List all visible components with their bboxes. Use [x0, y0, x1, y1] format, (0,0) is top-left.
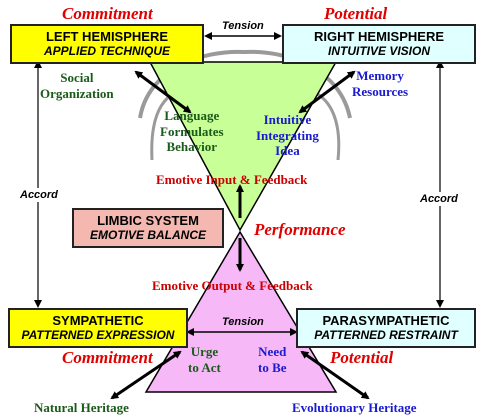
- urge-to-act-label: Urge to Act: [188, 344, 221, 375]
- intuitive-line: Intuitive: [263, 112, 312, 127]
- intuitive-integrating-label: Intuitive Integrating Idea: [256, 112, 319, 159]
- tension-top-label: Tension: [220, 20, 266, 32]
- commitment-top-heading: Commitment: [62, 4, 153, 23]
- to-act-line: to Act: [188, 359, 221, 375]
- natural-heritage-label: Natural Heritage: [34, 400, 129, 415]
- right-hemisphere-subtitle: INTUITIVE VISION: [327, 43, 430, 58]
- emotive-input-label: Emotive Input & Feedback: [156, 172, 308, 187]
- memory-arrow: [298, 70, 356, 114]
- behavior-line: Behavior: [166, 139, 218, 155]
- limbic-system-box: LIMBIC SYSTEM EMOTIVE BALANCE: [72, 208, 224, 248]
- formulates-line: Formulates: [160, 123, 224, 139]
- performance-heading: Performance: [254, 220, 346, 239]
- social-arrow: [134, 70, 192, 114]
- accord-right-label: Accord: [420, 192, 458, 206]
- left-hemisphere-title: LEFT HEMISPHERE: [45, 29, 169, 45]
- need-line: Need: [258, 344, 287, 359]
- sympathetic-box: SYMPATHETIC PATTERNED EXPRESSION: [8, 308, 188, 348]
- sympathetic-title: SYMPATHETIC: [52, 313, 144, 329]
- potential-top-heading: Potential: [324, 4, 388, 23]
- need-to-be-label: Need to Be: [258, 344, 287, 375]
- resources-line: Resources: [352, 84, 409, 99]
- tension-bottom-label: Tension: [222, 316, 264, 328]
- right-hemisphere-box: RIGHT HEMISPHERE INTUITIVE VISION: [282, 24, 476, 64]
- parasympathetic-box: PARASYMPATHETIC PATTERNED RESTRAINT: [296, 308, 476, 348]
- sympathetic-subtitle: PATTERNED EXPRESSION: [21, 327, 175, 342]
- left-hemisphere-box: LEFT HEMISPHERE APPLIED TECHNIQUE: [10, 24, 204, 64]
- left-hemisphere-subtitle: APPLIED TECHNIQUE: [43, 43, 170, 58]
- memory-line: Memory: [356, 68, 404, 83]
- parasympathetic-subtitle: PATTERNED RESTRAINT: [314, 327, 458, 342]
- language-line: Language: [164, 108, 220, 123]
- evolutionary-heritage-label: Evolutionary Heritage: [292, 400, 417, 415]
- natural-heritage-arrow: [110, 350, 182, 400]
- social-line: Social: [60, 70, 94, 85]
- urge-line: Urge: [190, 344, 219, 359]
- evolutionary-heritage-arrow: [300, 350, 370, 400]
- upper-triangle: [148, 61, 338, 232]
- language-formulates-label: Language Formulates Behavior: [160, 108, 224, 155]
- potential-bottom-heading: Potential: [330, 348, 394, 367]
- commitment-bottom-heading: Commitment: [62, 348, 153, 367]
- social-organization-label: Social Organization: [40, 70, 114, 102]
- limbic-system-title: LIMBIC SYSTEM: [97, 213, 199, 229]
- emotive-output-label: Emotive Output & Feedback: [152, 278, 313, 293]
- idea-line: Idea: [275, 143, 300, 159]
- organization-line: Organization: [40, 86, 114, 101]
- parasympathetic-title: PARASYMPATHETIC: [322, 313, 450, 329]
- memory-resources-label: Memory Resources: [352, 68, 408, 100]
- integrating-line: Integrating: [256, 127, 319, 143]
- limbic-system-subtitle: EMOTIVE BALANCE: [89, 227, 206, 242]
- to-be-line: to Be: [258, 359, 287, 375]
- lower-triangle: [144, 230, 338, 393]
- accord-left-label: Accord: [20, 188, 58, 202]
- right-hemisphere-title: RIGHT HEMISPHERE: [313, 29, 444, 45]
